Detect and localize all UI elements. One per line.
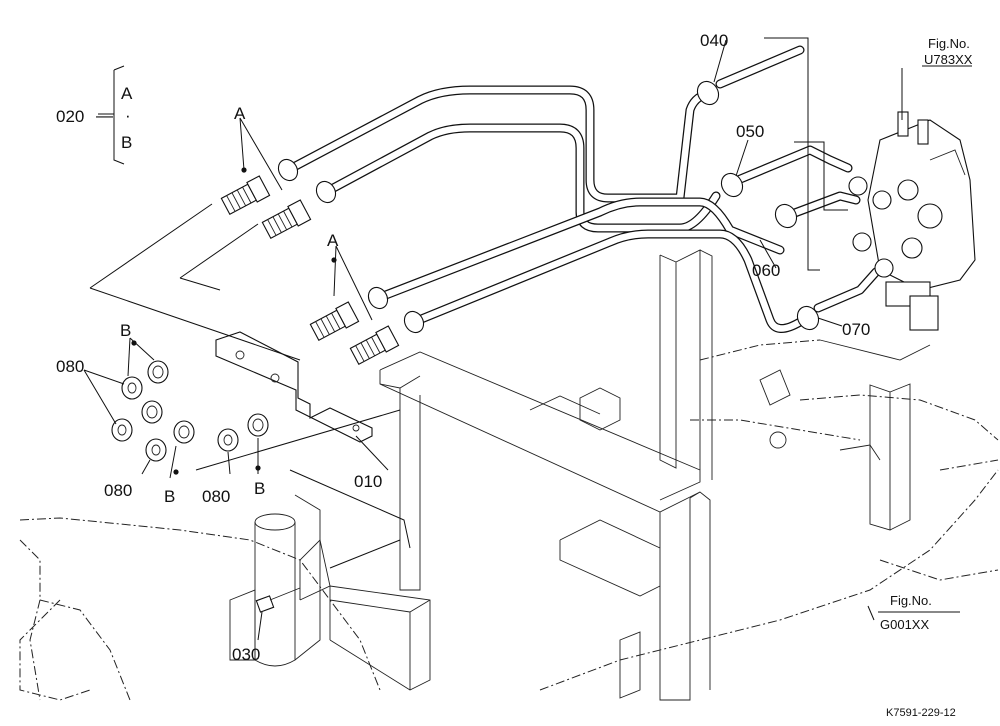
- label-a-mid: A: [327, 231, 339, 250]
- fig-g001-code: G001XX: [880, 617, 929, 632]
- leader-dots: [131, 167, 337, 475]
- label-070: 070: [842, 320, 870, 339]
- control-valve: [848, 111, 976, 331]
- frame-structure: [299, 249, 931, 701]
- label-060: 060: [752, 261, 780, 280]
- lever-post: [229, 494, 321, 667]
- label-020: 020: [56, 107, 84, 126]
- label-b-right: B: [254, 479, 265, 498]
- pipe-bracket: [215, 331, 373, 443]
- label-080-c: 080: [202, 487, 230, 506]
- nuts-and-orings: [111, 360, 269, 462]
- pipe-nuts: [277, 80, 820, 334]
- hydraulic-pipes: [283, 45, 881, 333]
- drawing-code: K7591-229-12: [886, 707, 956, 719]
- label-a-top: A: [234, 104, 246, 123]
- label-030: 030: [232, 645, 260, 664]
- label-080-a: 080: [56, 357, 84, 376]
- label-set-a: A: [121, 84, 133, 103]
- label-set-b: B: [121, 133, 132, 152]
- label-set-dot: ·: [125, 106, 131, 125]
- label-020-dash: —: [96, 106, 113, 125]
- tractor-frame: [19, 339, 999, 701]
- bolt: [255, 587, 301, 613]
- label-050: 050: [736, 122, 764, 141]
- leader-lines: [83, 37, 972, 641]
- fig-u783-code: U783XX: [924, 52, 973, 67]
- label-b-left: B: [120, 321, 131, 340]
- fig-g001-title: Fig.No.: [890, 593, 932, 608]
- label-b-bottom: B: [164, 487, 175, 506]
- fig-u783-title: Fig.No.: [928, 36, 970, 51]
- label-040: 040: [700, 31, 728, 50]
- adaptors: [220, 175, 400, 366]
- label-080-b: 080: [104, 481, 132, 500]
- label-010: 010: [354, 472, 382, 491]
